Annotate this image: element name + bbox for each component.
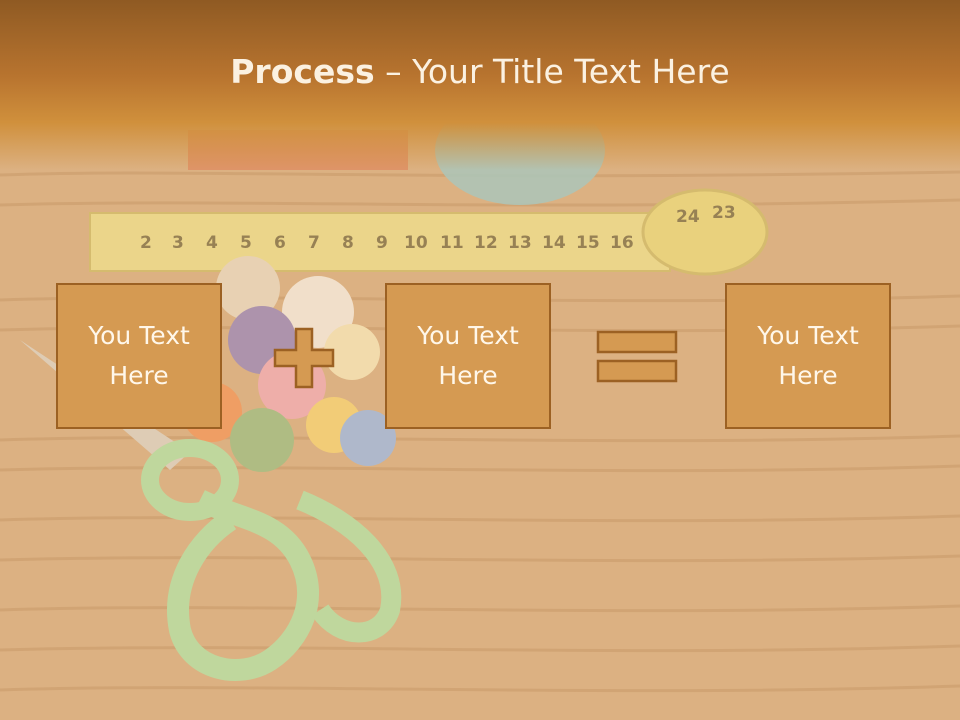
process-box-1-label: You Text Here [88,321,190,390]
svg-text:6: 6 [274,233,286,253]
equals-icon [596,330,678,383]
svg-text:16: 16 [610,233,634,253]
svg-text:23: 23 [712,203,736,223]
svg-text:5: 5 [240,233,252,253]
slide-title: Process – Your Title Text Here [0,52,960,91]
svg-text:10: 10 [404,233,428,253]
process-box-3: You Text Here [725,283,891,429]
plus-icon [273,327,335,389]
svg-text:8: 8 [342,233,354,253]
svg-text:2: 2 [140,233,152,253]
process-box-2-label: You Text Here [417,321,519,390]
process-box-2: You Text Here [385,283,551,429]
header-band [0,0,960,170]
svg-text:15: 15 [576,233,600,253]
svg-text:9: 9 [376,233,388,253]
process-box-1: You Text Here [56,283,222,429]
svg-text:4: 4 [206,233,218,253]
process-box-3-label: You Text Here [757,321,859,390]
measuring-tape [89,212,671,272]
svg-text:24: 24 [676,207,700,227]
svg-text:11: 11 [440,233,464,253]
svg-text:7: 7 [308,233,320,253]
svg-text:13: 13 [508,233,532,253]
title-bold: Process [230,52,375,91]
svg-text:14: 14 [542,233,566,253]
tape-roll [641,188,769,276]
title-rest: – Your Title Text Here [374,52,730,91]
svg-text:12: 12 [474,233,498,253]
svg-text:3: 3 [172,233,184,253]
